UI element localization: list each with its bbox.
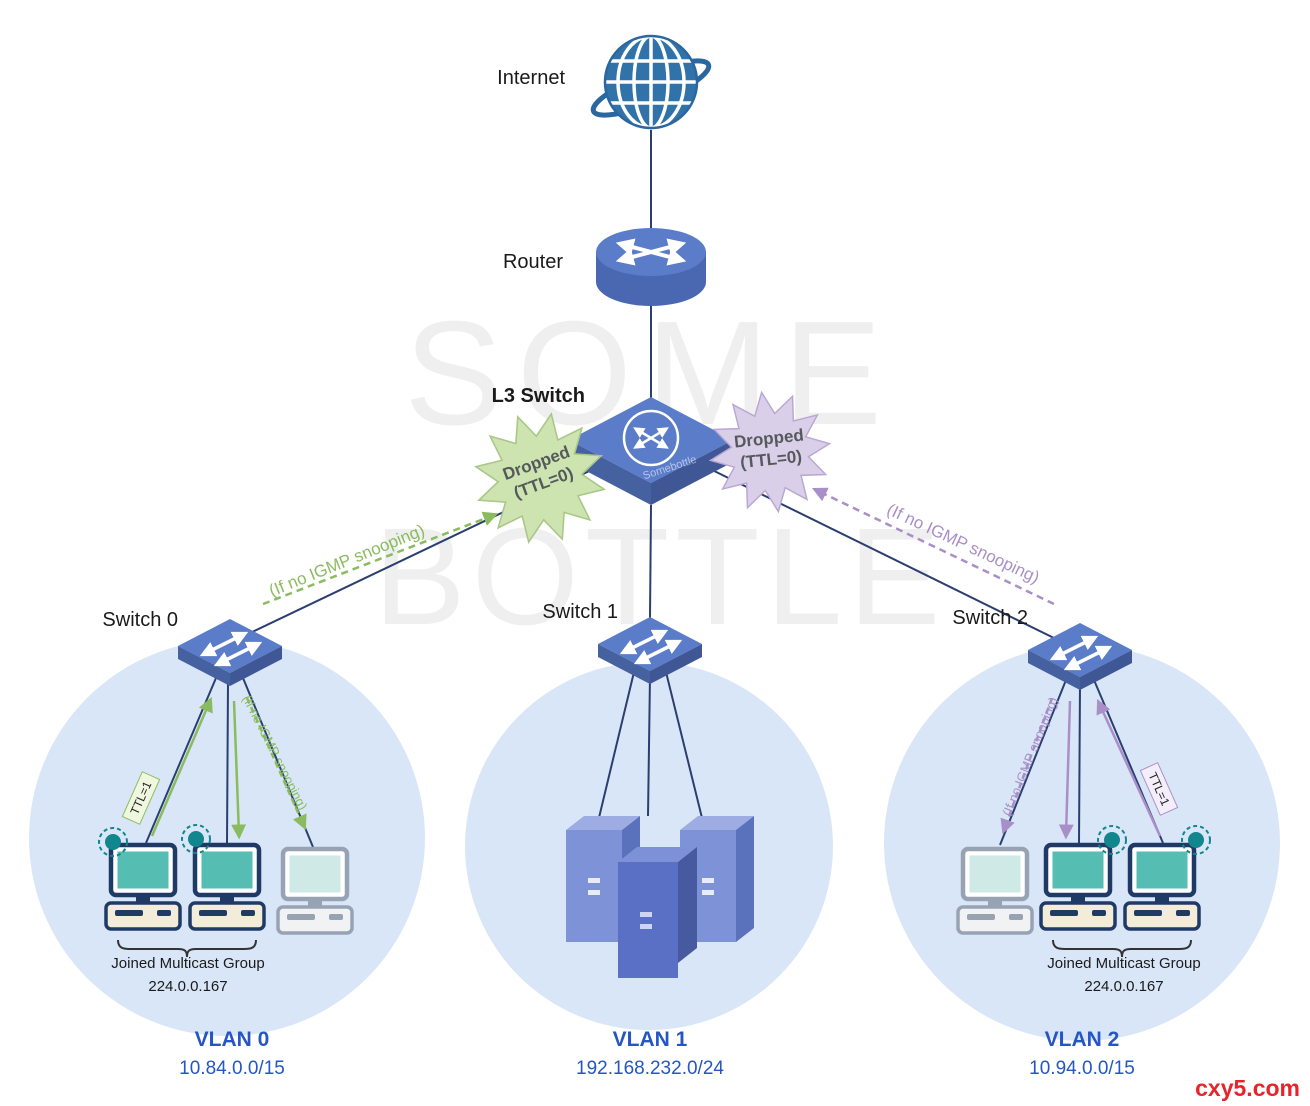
multicast-caption-vlan0: Joined Multicast Group 224.0.0.167 [76,952,300,999]
starburst-dropped-left [473,411,607,545]
pc-vlan2-member2 [1125,845,1199,929]
link-sw2-pc2 [1078,682,1081,844]
switch1-label: Switch 1 [542,601,618,623]
arrow-sw0-flood-l3 [262,511,499,606]
arrow-sw0-flood-pc3 [245,697,307,831]
internet-globe-icon [590,34,712,130]
link-sw0-pc2 [226,681,229,844]
vlan1-name: VLAN 1 [612,1028,688,1051]
multicast-caption-vlan0-line1: Joined Multicast Group [111,955,265,972]
multicast-caption-vlan2: Joined Multicast Group 224.0.0.167 [1012,952,1236,999]
network-links [145,128,1164,848]
pc-vlan0-member1 [106,845,180,929]
vlan0-name: VLAN 0 [194,1028,270,1051]
switch1-icon [598,617,702,684]
arrow-sw2-flood-l3 [811,487,1055,606]
multicast-caption-vlan0-line2: 224.0.0.167 [148,978,228,996]
switch0-label: Switch 0 [102,609,178,631]
multicast-caption-vlan2-line2: 224.0.0.167 [1084,978,1164,996]
router-icon [596,228,706,306]
l3-switch-label: L3 Switch [491,385,585,407]
arrow-sw2-flood-pc1 [1000,697,1054,835]
vlan1-subnet: 192.168.232.0/24 [576,1058,724,1079]
vlan0-hosts [98,824,352,958]
multicast-arrows-green [150,511,499,840]
pc-vlan2-nonmember [958,849,1032,933]
server-front [618,847,697,978]
arrow-sw2-down-pc2 [1058,700,1074,840]
pc-vlan0-member2 [190,845,264,929]
multicast-caption-vlan2-line1: Joined Multicast Group [1047,955,1201,972]
arrow-sw0-down-pc2 [231,700,247,840]
brace-vlan0-group [117,939,257,958]
router-label: Router [502,251,563,273]
internet-label: Internet [497,67,565,89]
pc-vlan2-member1 [1041,845,1115,929]
starburst-dropped-right [708,390,832,514]
arrow-pc3-up-ttl1 [1096,698,1162,837]
vlan2-subnet: 10.94.0.0/15 [1029,1058,1135,1079]
brace-vlan2-group [1052,939,1192,958]
server-group [566,816,754,978]
multicast-arrows-purple [811,487,1162,840]
vlan0-subnet: 10.84.0.0/15 [179,1058,285,1079]
vlan2-hosts [958,825,1211,958]
switch2-icon [1028,623,1132,690]
pc-vlan0-nonmember [278,849,352,933]
link-sw1-srv1 [596,671,635,827]
switch0-icon [178,619,282,686]
link-l3-switch1 [649,504,652,619]
site-watermark: cxy5.com [1195,1075,1300,1101]
link-sw1-srv3 [665,671,705,827]
l3-switch-icon [569,397,733,505]
switch2-label: Switch 2 [952,607,1028,629]
link-sw1-srv2 [647,675,651,817]
arrow-pc1-up-ttl1 [150,696,213,837]
link-sw2-pc1 [999,679,1067,846]
vlan2-name: VLAN 2 [1044,1028,1120,1051]
